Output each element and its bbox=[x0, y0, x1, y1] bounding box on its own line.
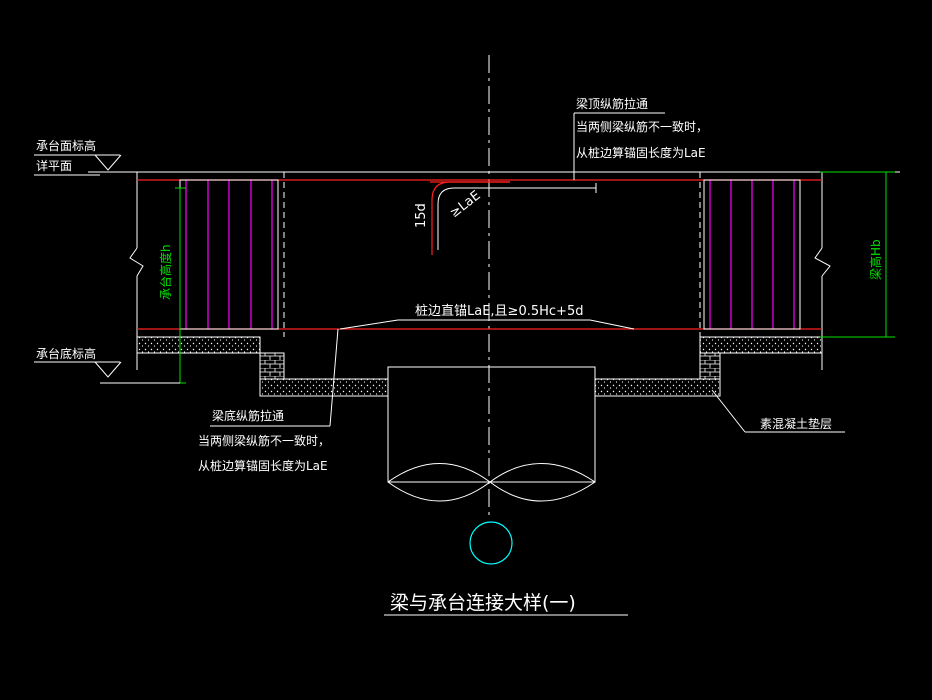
concrete-cushion bbox=[136, 336, 823, 397]
beam-height-label: 梁高Hb bbox=[868, 239, 883, 280]
pile-circle bbox=[469, 521, 513, 565]
cap-height-label: 承台高度h bbox=[158, 244, 173, 300]
leader-lines bbox=[210, 112, 845, 616]
cap-bottom-elevation-label: 承台底标高 bbox=[36, 346, 96, 361]
bottom-rebar-note-2: 当两侧梁纵筋不一致时， bbox=[198, 433, 330, 448]
elevation-markers bbox=[34, 154, 180, 384]
hook-15d-label: 15d bbox=[414, 203, 429, 228]
anchor-note-label: 桩边直锚LaE,且≥0.5Hc+5d bbox=[415, 304, 583, 319]
drawing-title: 梁与承台连接大样(一) bbox=[390, 592, 576, 614]
dimension-lines bbox=[175, 171, 895, 384]
bottom-rebar-note-1: 梁底纵筋拉通 bbox=[212, 408, 284, 423]
brick-walls bbox=[259, 352, 721, 380]
pile-cap bbox=[283, 353, 701, 502]
stirrups bbox=[185, 180, 795, 329]
top-rebar-note-3: 从桩边算锚固长度为LaE bbox=[576, 145, 706, 160]
cap-boundary-lines bbox=[283, 172, 701, 337]
hook-lae-label: ≥LaE bbox=[447, 188, 483, 221]
cap-top-elevation-label: 承台面标高 bbox=[36, 138, 96, 153]
top-rebar-note-1: 梁顶纵筋拉通 bbox=[576, 96, 648, 111]
top-rebar-note-2: 当两侧梁纵筋不一致时， bbox=[576, 119, 708, 134]
cap-top-detail-label: 详平面 bbox=[36, 158, 72, 173]
bottom-rebar-note-3: 从桩边算锚固长度为LaE bbox=[198, 458, 328, 473]
anchor-bar bbox=[437, 183, 597, 250]
cushion-label: 素混凝土垫层 bbox=[760, 416, 832, 431]
